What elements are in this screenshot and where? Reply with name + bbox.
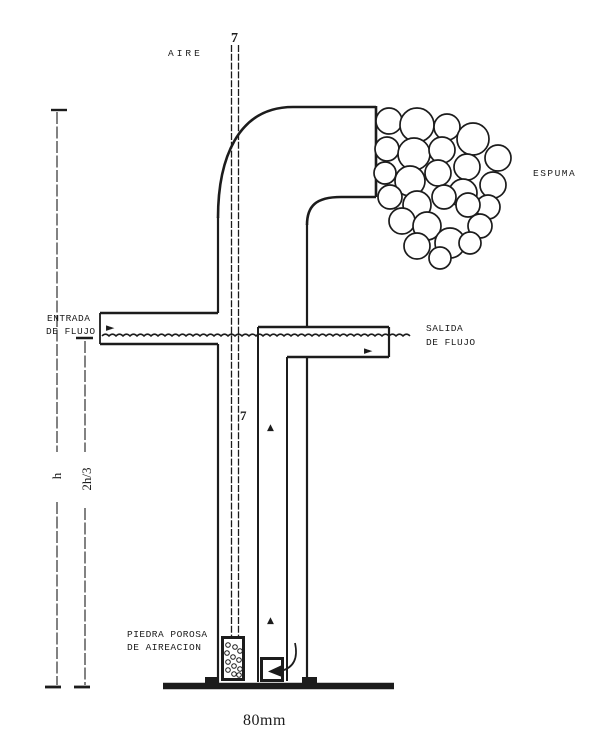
porous-stone-body [221,636,245,681]
recirculation-arrowhead-icon [268,665,282,677]
label-piedra-line1: PIEDRA POROSA [127,629,208,640]
elbow-outer-curve [216,105,376,219]
dimension-2h3: 2h/3 [74,336,94,689]
recirculation-arrow-curve [280,642,297,672]
inlet-flow-arrow-icon: ► [106,321,115,334]
water-surface-line [101,333,411,338]
downflow-arrow-icon: 7 [240,408,247,423]
label-piedra-line2: DE AIREACION [127,642,201,653]
recirculation-arrow [268,642,297,677]
upflow-arrow-icon: ▲ [267,423,274,433]
inlet-pipe [99,311,218,346]
dimension-h: h [45,108,67,689]
column-outer-walls [216,105,378,684]
dim-2h3-label: 2h/3 [79,467,94,490]
porous-stone-pores [224,642,243,678]
base-foot-right [302,677,317,685]
porous-stone [221,636,245,681]
upflow-arrow-icon-lower: ▲ [267,616,274,626]
label-entrada-line2: DE FLUJO [46,326,96,337]
elbow-inner-curve [305,195,376,226]
label-salida-line1: SALIDA [426,323,463,334]
label-80mm: 80mm [243,712,286,729]
label-salida-line2: DE FLUJO [426,337,476,348]
label-entrada-line1: ENTRADA [47,313,90,324]
foam-bubbles [373,107,512,270]
base-foot-left [205,677,219,685]
dim-h-label: h [49,472,64,479]
air-down-arrow-icon: 7 [231,31,238,46]
base-plate [163,677,394,690]
outlet-flow-arrow-icon: ► [364,344,373,357]
label-aire: AIRE [168,48,203,59]
label-espuma: ESPUMA [533,168,576,179]
inner-draft-tube [257,327,288,682]
outlet-pipe [258,325,391,359]
